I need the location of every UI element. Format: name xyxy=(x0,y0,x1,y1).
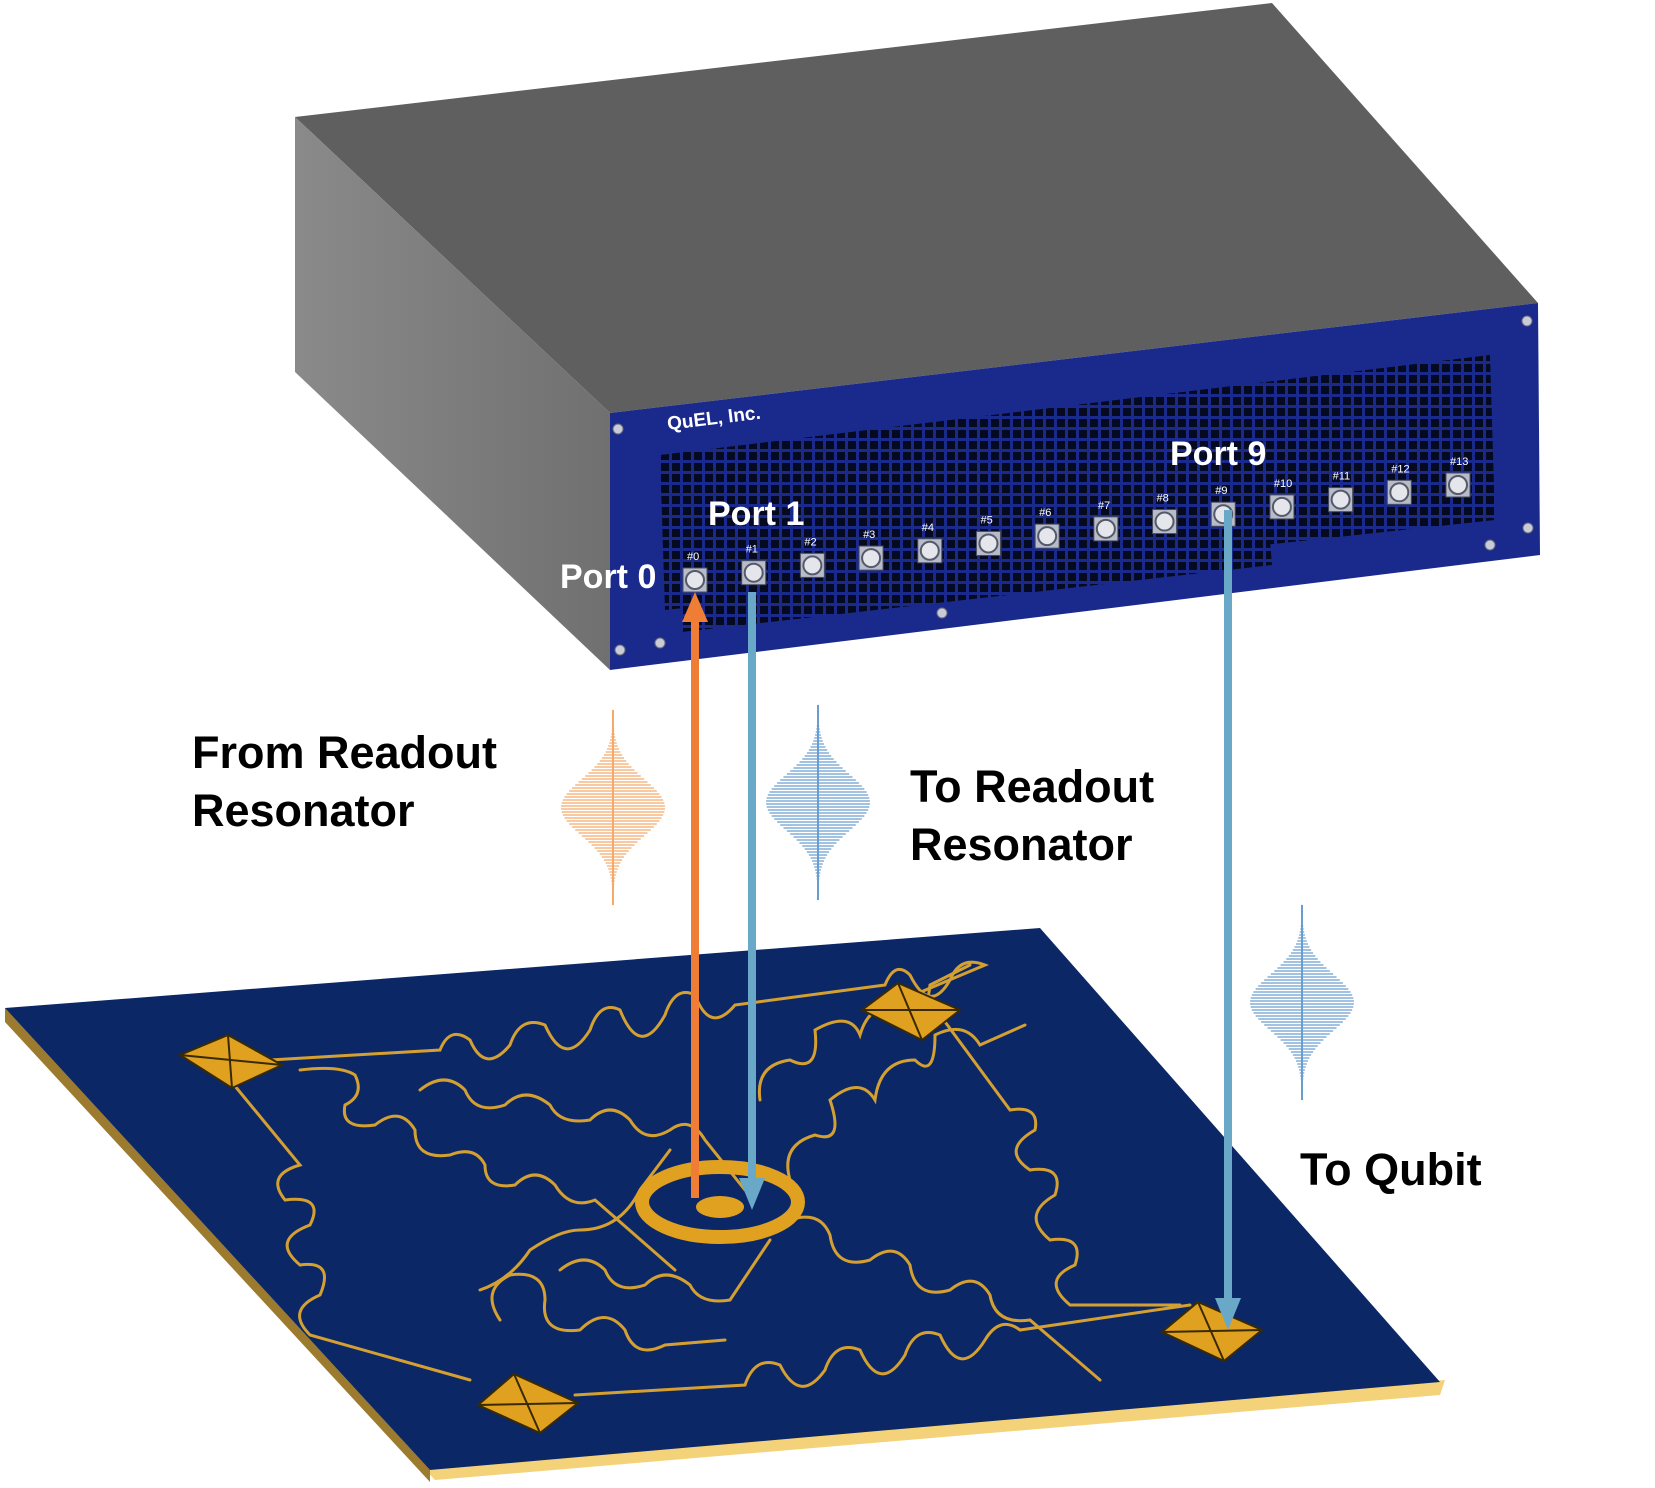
port-number-label: #12 xyxy=(1391,463,1409,475)
pulse-orange xyxy=(561,710,665,905)
port-number-label: #8 xyxy=(1157,493,1169,505)
port-connector-13: #13 xyxy=(1446,456,1470,497)
label-port-1: Port 1 xyxy=(708,495,804,533)
label-port-9: Port 9 xyxy=(1170,435,1266,473)
port-number-label: #7 xyxy=(1098,500,1110,512)
port-number-label: #4 xyxy=(922,522,934,534)
port-connector-12: #12 xyxy=(1387,463,1411,504)
port-number-label: #11 xyxy=(1333,471,1351,483)
label-to-qubit: To Qubit xyxy=(1300,1144,1482,1195)
label-from-readout-1: From Readout xyxy=(192,727,497,778)
port-number-label: #3 xyxy=(863,529,875,541)
port-number-label: #1 xyxy=(746,544,758,556)
port-connector-10: #10 xyxy=(1270,478,1294,519)
port-number-label: #13 xyxy=(1450,456,1468,468)
port-connector-11: #11 xyxy=(1329,471,1353,512)
port-number-label: #2 xyxy=(804,536,816,548)
label-to-readout-2: Resonator xyxy=(910,819,1133,870)
port-number-label: #9 xyxy=(1215,485,1227,497)
port-number-label: #6 xyxy=(1039,507,1051,519)
pulse-blue-readout xyxy=(766,705,870,900)
port-number-label: #10 xyxy=(1274,478,1292,490)
label-from-readout-2: Resonator xyxy=(192,785,415,836)
pulse-blue-qubit xyxy=(1250,905,1354,1100)
label-to-readout-1: To Readout xyxy=(910,761,1154,812)
port-number-label: #0 xyxy=(687,551,699,563)
label-port-0: Port 0 xyxy=(560,558,656,596)
port-number-label: #5 xyxy=(980,514,992,526)
quel-instrument: QuEL, Inc. #0#1#2#3#4#5#6#7#8#9#10#11#12… xyxy=(295,3,1540,670)
